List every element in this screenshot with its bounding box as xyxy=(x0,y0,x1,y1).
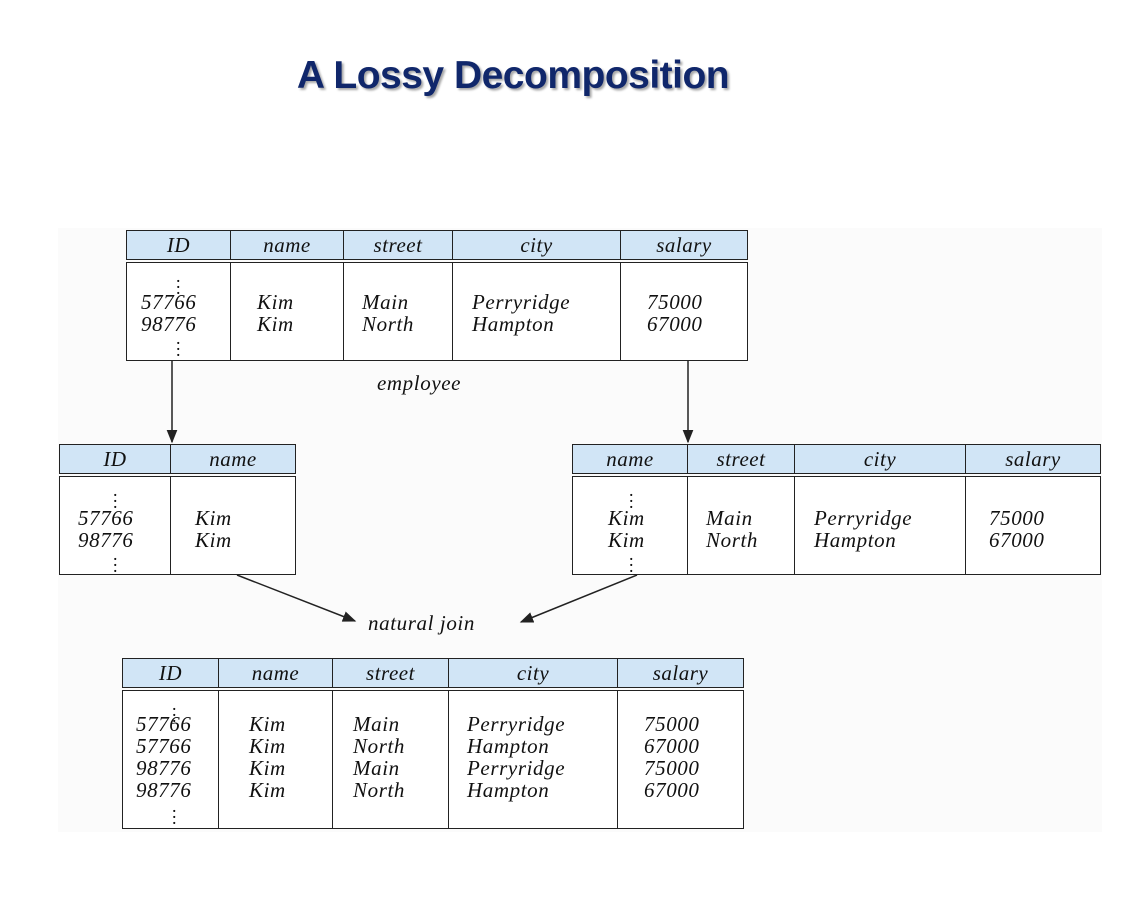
table-cell: Perryridge xyxy=(814,506,913,530)
arrow-left-to-join xyxy=(236,574,357,622)
join-header-street: street xyxy=(333,658,449,688)
left-header-id: ID xyxy=(59,444,171,474)
table-cell: Perryridge xyxy=(467,756,566,780)
table-cell: North xyxy=(362,312,415,336)
ellipsis-bottom: ... xyxy=(172,796,177,828)
ellipsis-top: ... xyxy=(113,480,118,512)
right-header-street: street xyxy=(688,444,795,474)
table-cell: Kim xyxy=(608,506,645,530)
ellipsis-bottom: ... xyxy=(629,544,634,576)
table-cell: 67000 xyxy=(644,778,700,802)
table-cell: 98776 xyxy=(78,528,134,552)
table-cell: 57766 xyxy=(136,734,192,758)
table-cell: Kim xyxy=(608,528,645,552)
table-cell: Hampton xyxy=(467,734,550,758)
table-cell: 57766 xyxy=(136,712,192,736)
table-cell: 67000 xyxy=(989,528,1045,552)
table-cell: 75000 xyxy=(644,712,700,736)
table-cell: Kim xyxy=(249,734,286,758)
table-cell: Main xyxy=(353,756,400,780)
ellipsis-top: ... xyxy=(176,266,181,298)
table-cell: Main xyxy=(362,290,409,314)
table-cell: 98776 xyxy=(136,778,192,802)
join-header-city: city xyxy=(449,658,618,688)
table-cell: Main xyxy=(706,506,753,530)
employee-header-row: ID name street city salary xyxy=(126,230,748,260)
table-cell: 67000 xyxy=(647,312,703,336)
join-result-header-row: ID name street city salary xyxy=(122,658,744,688)
table-cell: 75000 xyxy=(989,506,1045,530)
table-cell: Kim xyxy=(195,528,232,552)
table-cell: Kim xyxy=(249,778,286,802)
ellipsis-bottom: ... xyxy=(113,544,118,576)
table-cell: North xyxy=(706,528,759,552)
table-cell: Kim xyxy=(249,712,286,736)
employee-caption: employee xyxy=(377,371,462,395)
table-cell: 75000 xyxy=(644,756,700,780)
table-cell: 75000 xyxy=(647,290,703,314)
right-projection-header-row: name street city salary xyxy=(572,444,1101,474)
arrow-right-to-join xyxy=(519,574,638,623)
table-cell: 67000 xyxy=(644,734,700,758)
table-cell: Kim xyxy=(257,312,294,336)
employee-header-street: street xyxy=(344,230,453,260)
right-projection-body: ... Kim Kim ... Main North Perryridge Ha… xyxy=(572,476,1101,575)
table-cell: 57766 xyxy=(141,290,197,314)
natural-join-label: natural join xyxy=(368,611,475,635)
table-cell: Hampton xyxy=(467,778,550,802)
employee-header-salary: salary xyxy=(621,230,748,260)
slide-title: A Lossy Decomposition xyxy=(296,54,730,97)
table-cell: Main xyxy=(353,712,400,736)
ellipsis-top: ... xyxy=(629,480,634,512)
table-cell: Perryridge xyxy=(467,712,566,736)
table-cell: Perryridge xyxy=(472,290,571,314)
table-cell: 98776 xyxy=(136,756,192,780)
left-header-name: name xyxy=(171,444,296,474)
right-header-salary: salary xyxy=(966,444,1101,474)
employee-body: ... 57766 98776 ... Kim Kim Main North P… xyxy=(126,262,748,361)
join-header-name: name xyxy=(219,658,333,688)
employee-header-name: name xyxy=(231,230,344,260)
join-header-id: ID xyxy=(122,658,219,688)
table-cell: 98776 xyxy=(141,312,197,336)
table-cell: Kim xyxy=(249,756,286,780)
ellipsis-top: ... xyxy=(172,694,177,726)
right-header-name: name xyxy=(572,444,688,474)
table-cell: North xyxy=(353,778,406,802)
table-cell: Kim xyxy=(257,290,294,314)
table-cell: Kim xyxy=(195,506,232,530)
table-cell: Hampton xyxy=(472,312,555,336)
join-result-body: ... 57766 57766 98776 98776 ... Kim Kim … xyxy=(122,690,744,829)
left-projection-header-row: ID name xyxy=(59,444,296,474)
table-cell: 57766 xyxy=(78,506,134,530)
employee-header-id: ID xyxy=(126,230,231,260)
ellipsis-bottom: ... xyxy=(176,328,181,360)
table-cell: North xyxy=(353,734,406,758)
table-cell: Hampton xyxy=(814,528,897,552)
employee-header-city: city xyxy=(453,230,621,260)
join-header-salary: salary xyxy=(618,658,744,688)
left-projection-body: ... 57766 98776 ... Kim Kim xyxy=(59,476,296,575)
right-header-city: city xyxy=(795,444,966,474)
